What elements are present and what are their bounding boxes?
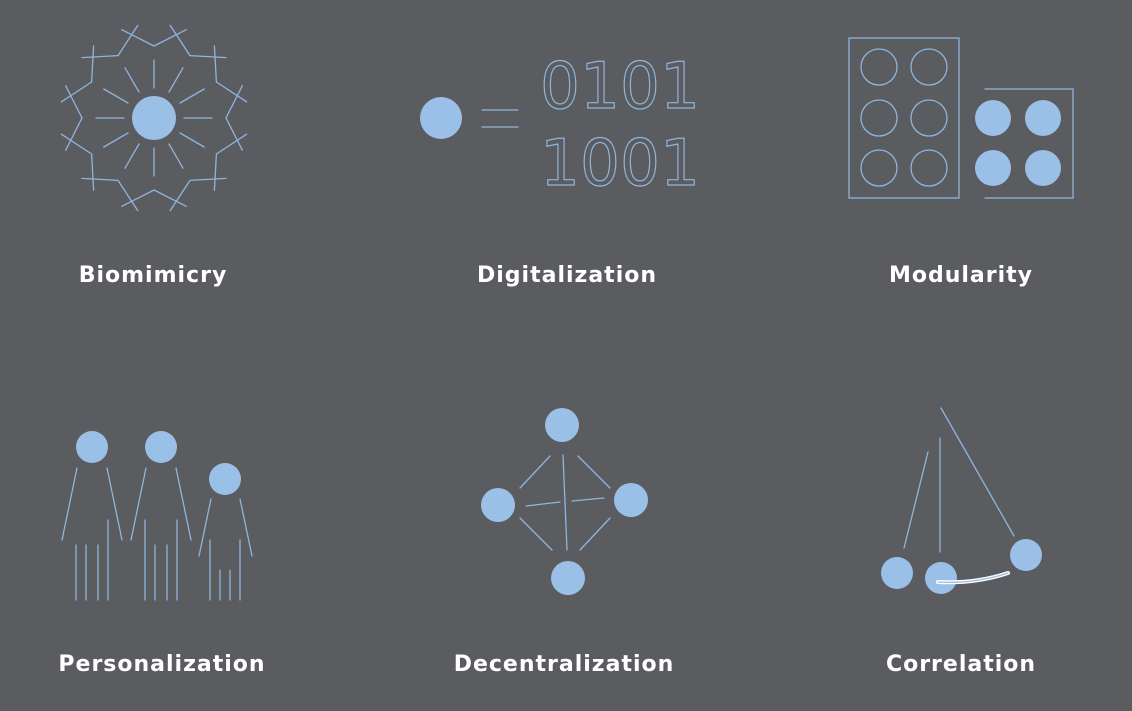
- dandelion-ray: [124, 143, 140, 169]
- people-icon: [61, 431, 253, 601]
- caption-correlation: Correlation: [885, 652, 1037, 677]
- dandelion-ray: [90, 153, 95, 191]
- dandelion-ray: [65, 117, 83, 151]
- dandelion-ray: [225, 85, 243, 119]
- dandelion-ray: [153, 189, 187, 207]
- dandelion-ray: [121, 29, 155, 47]
- dandelion-ray: [168, 67, 184, 93]
- network-icon: [481, 408, 648, 595]
- binary-row-1: 0101: [540, 50, 700, 124]
- filled-module: [984, 88, 1074, 199]
- dandelion-ray: [121, 189, 155, 207]
- dandelion-ray: [169, 179, 191, 212]
- dandelion-ray: [179, 88, 205, 104]
- dandelion-ray: [189, 177, 227, 182]
- caption-decentralization: Decentralization: [453, 652, 675, 677]
- dandelion-ray: [81, 54, 119, 59]
- caption-personalization: Personalization: [58, 652, 266, 677]
- dandelion-ray: [65, 85, 83, 119]
- dandelion-ray: [153, 29, 187, 47]
- dandelion-ray: [81, 177, 119, 182]
- caption-biomimicry: Biomimicry: [78, 263, 228, 288]
- dandelion-ray: [168, 143, 184, 169]
- dandelion-ray: [60, 81, 93, 103]
- binary-dot: [420, 97, 462, 139]
- dandelion-ray: [213, 45, 218, 83]
- pendulum-icon: [881, 407, 1042, 594]
- dandelion-ray: [103, 132, 129, 148]
- dandelion-ray: [225, 117, 243, 151]
- modules-icon: [848, 37, 1074, 199]
- dandelion-ray: [117, 24, 139, 57]
- dandelion-ray: [117, 179, 139, 212]
- dandelion-ray: [215, 133, 248, 155]
- dandelion-ray: [169, 24, 191, 57]
- dandelion-ray: [60, 133, 93, 155]
- dandelion-ray: [103, 88, 129, 104]
- dandelion-ray: [124, 67, 140, 93]
- dandelion-ray: [90, 45, 95, 83]
- dandelion-seed-dot: [132, 96, 176, 140]
- caption-modularity: Modularity: [888, 263, 1034, 288]
- dandelion-icon: [60, 24, 248, 212]
- binary-row-2: 1001: [540, 127, 700, 201]
- binary-icon: 0101 1001: [420, 49, 701, 202]
- empty-module: [848, 37, 960, 199]
- dandelion-ray: [189, 54, 227, 59]
- dandelion-ray: [179, 132, 205, 148]
- caption-digitalization: Digitalization: [476, 263, 658, 288]
- dandelion-ray: [215, 81, 248, 103]
- dandelion-ray: [213, 153, 218, 191]
